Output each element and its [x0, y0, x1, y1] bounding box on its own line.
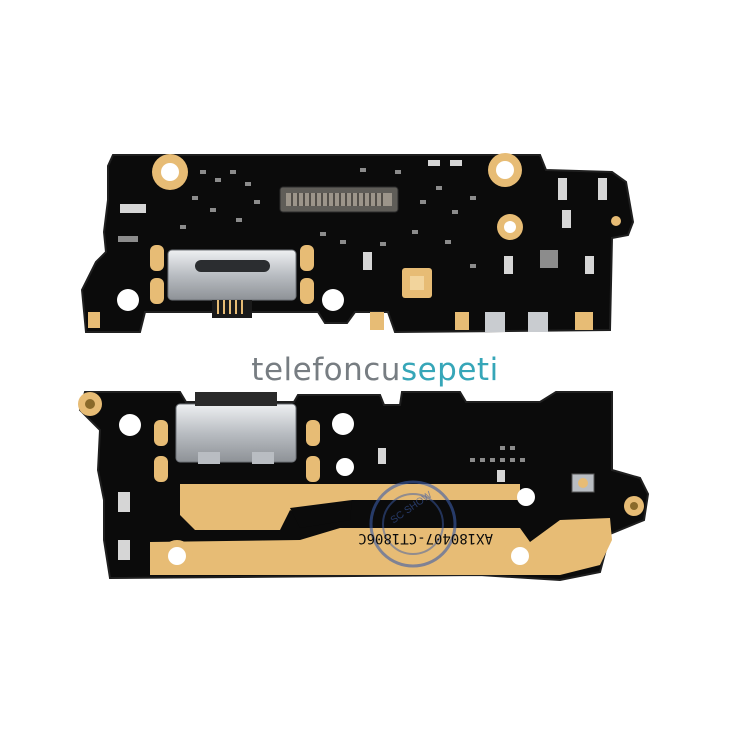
mounting-hole-icon: [322, 289, 344, 311]
mounting-hole-icon: [119, 414, 141, 436]
antenna-connector: [571, 473, 595, 493]
mounting-hole-icon: [497, 214, 523, 240]
watermark-logo: telefoncusepeti: [0, 352, 750, 388]
flex-cable-connector-icon: [279, 186, 399, 213]
mounting-hole-icon: [336, 458, 354, 476]
usb-c-port-icon: [175, 392, 297, 464]
mounting-hole-icon: [517, 488, 535, 506]
mounting-hole-icon: [152, 154, 188, 190]
microphone-component-icon: [402, 268, 432, 298]
mounting-hole-icon: [78, 392, 102, 416]
mounting-hole-icon: [624, 496, 644, 516]
usb-c-port-icon: [167, 249, 297, 318]
watermark-part2: sepeti: [400, 352, 499, 388]
mounting-hole-icon: [161, 540, 193, 572]
mounting-hole-icon: [117, 289, 139, 311]
bottom-pcb-board: SC SHOW AX180407-CT1806C: [78, 391, 650, 582]
mounting-hole-icon: [332, 413, 354, 435]
top-pcb-board: [80, 153, 635, 334]
mounting-hole-icon: [488, 153, 522, 187]
watermark-part1: telefoncu: [251, 352, 401, 388]
quality-stamp: [369, 480, 457, 568]
mounting-hole-icon: [503, 539, 537, 573]
board-marking-text: AX180407-CT1806C: [358, 530, 493, 546]
